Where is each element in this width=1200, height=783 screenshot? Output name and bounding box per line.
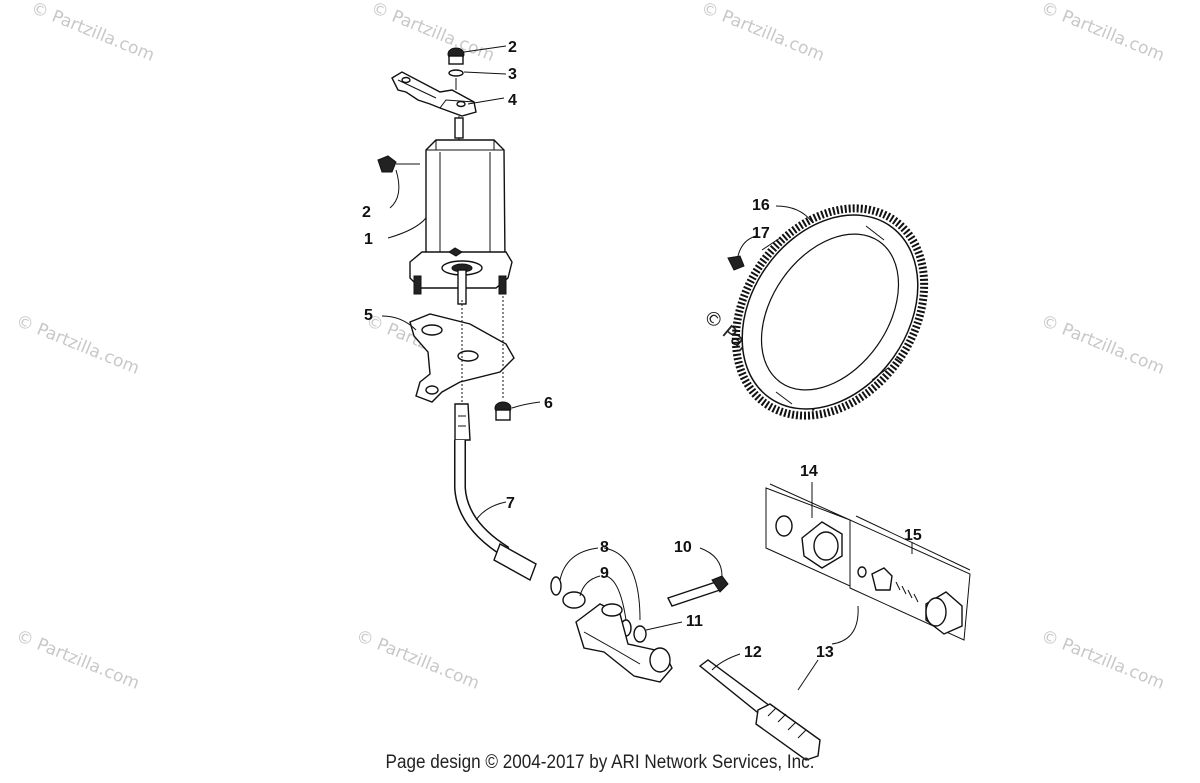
watermark: © Partzilla.com bbox=[353, 626, 482, 694]
drive-shaft bbox=[698, 659, 821, 761]
callout-17: 17 bbox=[752, 225, 770, 242]
watermarks: © Partzilla.com © Partzilla.com © Partzi… bbox=[13, 0, 1167, 694]
callout-15: 15 bbox=[904, 527, 922, 544]
callout-13: 13 bbox=[816, 644, 834, 661]
callout-16: 16 bbox=[752, 197, 770, 214]
pinion-assembly bbox=[765, 483, 971, 641]
watermark: © Partzilla.com bbox=[368, 0, 497, 66]
rings bbox=[550, 576, 647, 643]
callout-2: 2 bbox=[362, 204, 371, 221]
leader-lines bbox=[381, 45, 913, 691]
watermark: © Partzilla.com bbox=[1038, 626, 1167, 694]
callout-11: 11 bbox=[686, 613, 703, 630]
callout-3: 3 bbox=[508, 66, 517, 83]
callout-1: 1 bbox=[364, 231, 373, 248]
callout-9: 9 bbox=[600, 565, 609, 582]
starter-motor bbox=[377, 139, 513, 305]
watermark: © Partzilla.com bbox=[1038, 311, 1167, 379]
callout-6: 6 bbox=[544, 395, 553, 412]
callout-2: 2 bbox=[508, 39, 517, 56]
callouts: 2 3 4 2 1 5 6 7 8 9 10 11 12 13 14 15 16… bbox=[362, 39, 922, 661]
ring-gear bbox=[727, 204, 929, 420]
bracket-assembly bbox=[391, 47, 477, 140]
callout-8: 8 bbox=[600, 539, 609, 556]
callout-14: 14 bbox=[800, 463, 818, 480]
callout-5: 5 bbox=[364, 307, 373, 324]
callout-4: 4 bbox=[508, 92, 517, 109]
callout-7: 7 bbox=[506, 495, 515, 512]
watermark: © Partzilla.com bbox=[698, 0, 827, 66]
gear-housing bbox=[575, 575, 729, 683]
callout-12: 12 bbox=[744, 644, 762, 661]
watermark: © Partzilla.com bbox=[13, 626, 142, 694]
drive-cable bbox=[454, 300, 537, 582]
watermark: © Partzilla.com bbox=[28, 0, 157, 66]
watermark: © Partzilla.com bbox=[1038, 0, 1167, 66]
watermark: © Partzilla.com bbox=[13, 311, 142, 379]
callout-10: 10 bbox=[674, 539, 692, 556]
page-footer: Page design © 2004-2017 by ARI Network S… bbox=[385, 752, 815, 773]
